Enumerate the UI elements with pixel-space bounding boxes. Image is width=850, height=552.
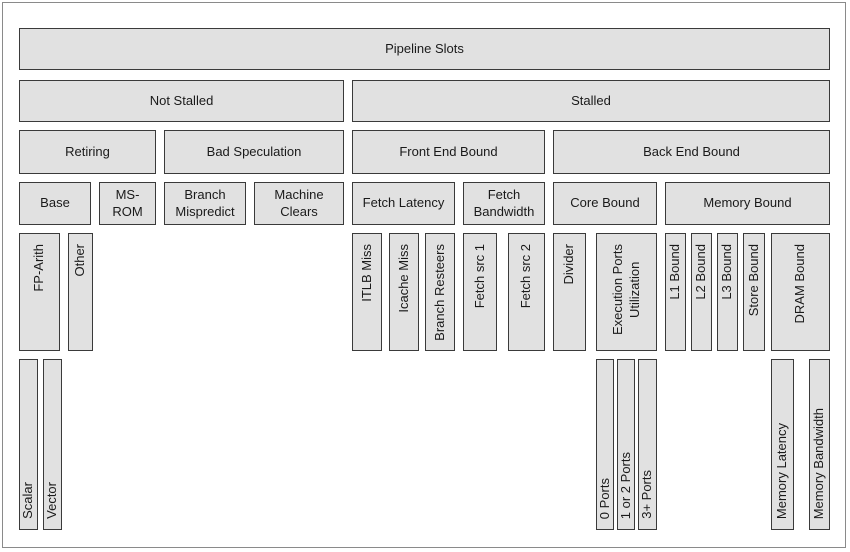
node-ms-rom: MS- ROM bbox=[99, 182, 156, 225]
node-label: 1 or 2 Ports bbox=[617, 451, 633, 519]
node-label: FP-Arith bbox=[31, 244, 47, 292]
node-stalled: Stalled bbox=[352, 80, 830, 122]
node-label: Fetch Latency bbox=[362, 195, 445, 211]
node-vector: Vector bbox=[43, 359, 62, 530]
node-machine-clears: Machine Clears bbox=[254, 182, 344, 225]
node-memory-latency: Memory Latency bbox=[771, 359, 794, 530]
node-fetch-src-2: Fetch src 2 bbox=[508, 233, 545, 351]
node-label: Memory Latency bbox=[774, 422, 790, 519]
node-label: Vector bbox=[44, 482, 60, 519]
node-label: Execution Ports Utilization bbox=[609, 244, 642, 336]
node-label: 0 Ports bbox=[596, 477, 612, 519]
node-label: Retiring bbox=[65, 143, 110, 159]
node-label: Stalled bbox=[571, 92, 611, 108]
node-other: Other bbox=[68, 233, 93, 351]
node-label: Store Bound bbox=[745, 244, 761, 317]
node-label: Icache Miss bbox=[395, 244, 411, 313]
node-label: DRAM Bound bbox=[792, 244, 808, 324]
node-itlb-miss: ITLB Miss bbox=[352, 233, 382, 351]
node-back-end-bound: Back End Bound bbox=[553, 130, 830, 174]
node-fetch-bandwidth: Fetch Bandwidth bbox=[463, 182, 545, 225]
node-l1-bound: L1 Bound bbox=[665, 233, 686, 351]
node-icache-miss: Icache Miss bbox=[389, 233, 419, 351]
node-core-bound: Core Bound bbox=[553, 182, 657, 225]
node-label: Not Stalled bbox=[149, 92, 214, 108]
node-label: Scalar bbox=[20, 482, 36, 519]
node-label: Other bbox=[72, 244, 88, 277]
node-label: Memory Bound bbox=[703, 195, 792, 211]
node-label: Back End Bound bbox=[643, 143, 740, 159]
node-fetch-latency: Fetch Latency bbox=[352, 182, 455, 225]
node-dram-bound: DRAM Bound bbox=[771, 233, 830, 351]
node-label: MS- ROM bbox=[112, 186, 143, 219]
node-memory-bound: Memory Bound bbox=[665, 182, 830, 225]
node-fetch-src-1: Fetch src 1 bbox=[463, 233, 497, 351]
node-base: Base bbox=[19, 182, 91, 225]
node-label: Fetch src 1 bbox=[471, 244, 487, 309]
node-label: Bad Speculation bbox=[206, 143, 302, 159]
node-label: Core Bound bbox=[570, 195, 640, 211]
node-label: L3 Bound bbox=[719, 244, 735, 300]
node-label: ITLB Miss bbox=[358, 244, 374, 302]
node-l2-bound: L2 Bound bbox=[691, 233, 712, 351]
node-label: Fetch Bandwidth bbox=[473, 186, 535, 219]
node-divider: Divider bbox=[553, 233, 586, 351]
node-store-bound: Store Bound bbox=[743, 233, 765, 351]
node-not-stalled: Not Stalled bbox=[19, 80, 344, 122]
node-3plus-ports: 3+ Ports bbox=[638, 359, 657, 530]
node-label: L1 Bound bbox=[667, 244, 683, 300]
node-label: Divider bbox=[561, 244, 577, 285]
node-pipeline-slots: Pipeline Slots bbox=[19, 28, 830, 70]
node-front-end-bound: Front End Bound bbox=[352, 130, 545, 174]
node-retiring: Retiring bbox=[19, 130, 156, 174]
node-label: Pipeline Slots bbox=[385, 40, 464, 56]
node-fp-arith: FP-Arith bbox=[19, 233, 60, 351]
node-branch-mispredict: Branch Mispredict bbox=[164, 182, 246, 225]
node-0-ports: 0 Ports bbox=[596, 359, 614, 530]
node-label: Branch Mispredict bbox=[175, 186, 235, 219]
node-l3-bound: L3 Bound bbox=[717, 233, 738, 351]
node-label: Front End Bound bbox=[399, 143, 498, 159]
node-1-or-2-ports: 1 or 2 Ports bbox=[617, 359, 635, 530]
node-scalar: Scalar bbox=[19, 359, 38, 530]
node-label: 3+ Ports bbox=[639, 470, 655, 519]
node-branch-resteers: Branch Resteers bbox=[425, 233, 455, 351]
node-execution-ports-utilization: Execution Ports Utilization bbox=[596, 233, 657, 351]
node-label: L2 Bound bbox=[693, 244, 709, 300]
node-label: Memory Bandwidth bbox=[811, 407, 827, 519]
node-label: Branch Resteers bbox=[431, 244, 447, 341]
node-label: Machine Clears bbox=[274, 186, 324, 219]
node-memory-bandwidth: Memory Bandwidth bbox=[809, 359, 830, 530]
node-label: Fetch src 2 bbox=[518, 244, 534, 309]
node-label: Base bbox=[40, 195, 70, 211]
node-bad-speculation: Bad Speculation bbox=[164, 130, 344, 174]
